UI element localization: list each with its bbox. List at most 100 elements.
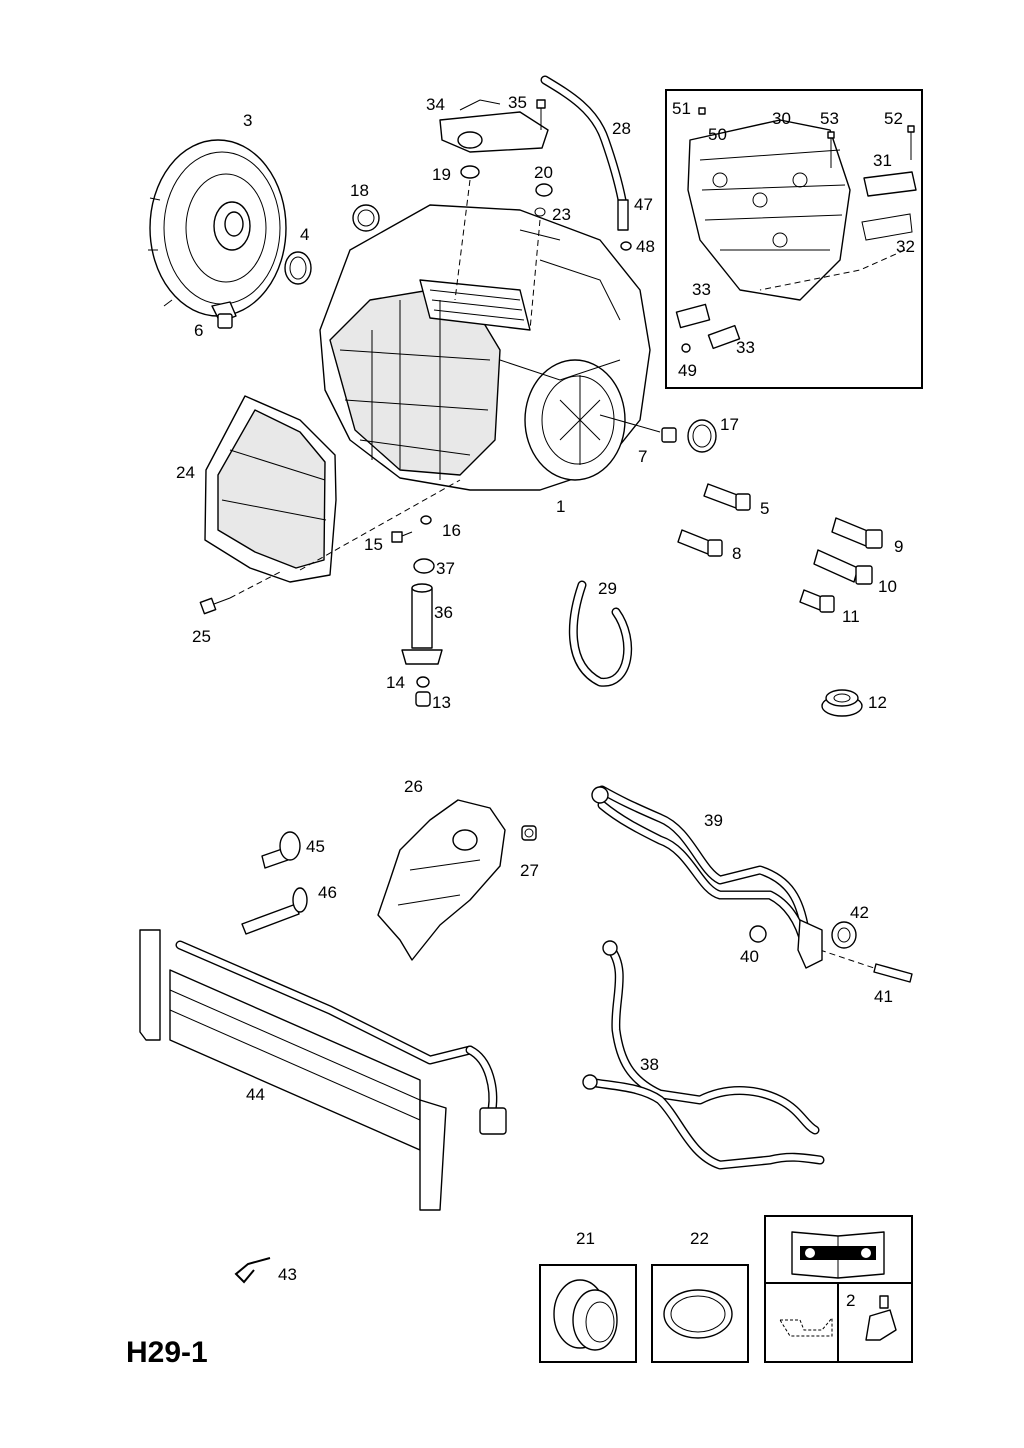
nut-40 [749, 925, 767, 943]
filler-tube-36 [401, 583, 443, 665]
label-36: 36 [434, 603, 453, 622]
label-50: 50 [708, 125, 727, 144]
label-41: 41 [874, 987, 893, 1006]
label-11: 11 [842, 607, 860, 626]
oring-48 [620, 241, 632, 251]
valve-body-sensor-34 [439, 99, 549, 153]
label-39: 39 [704, 811, 723, 830]
label-17: 17 [720, 415, 739, 434]
torque-converter [148, 139, 287, 317]
gasket-22 [663, 1289, 733, 1339]
bolt-15 [391, 531, 413, 543]
label-1: 1 [556, 497, 565, 516]
speed-sensor-cable-28 [540, 75, 629, 231]
label-31: 31 [873, 151, 892, 170]
transmission-housing [319, 204, 651, 491]
service-info-box [764, 1215, 913, 1363]
label-26: 26 [404, 777, 423, 796]
bolt-27 [521, 825, 537, 841]
label-29: 29 [598, 579, 617, 598]
bolt-45 [261, 831, 301, 869]
label-9: 9 [894, 537, 903, 556]
label-43: 43 [278, 1265, 297, 1284]
label-24: 24 [176, 463, 195, 482]
washer-16 [420, 515, 432, 525]
label-22: 22 [690, 1229, 709, 1248]
label-46: 46 [318, 883, 337, 902]
plug-20 [535, 183, 553, 197]
oil-pan-24 [204, 395, 337, 583]
label-48: 48 [636, 237, 655, 256]
bolt-35 [536, 99, 546, 130]
label-3: 3 [243, 111, 252, 130]
fluid-bottle-2 [865, 1295, 897, 1341]
label-42: 42 [850, 903, 869, 922]
valve-body-inset [665, 89, 923, 389]
hose-39 [591, 785, 810, 950]
label-5: 5 [760, 499, 769, 518]
washer-19 [460, 165, 480, 179]
oil-can-icon [779, 1316, 833, 1337]
oil-cooler-44 [139, 929, 507, 1211]
label-38: 38 [640, 1055, 659, 1074]
bolt-8 [677, 529, 723, 557]
label-33a: 33 [692, 280, 711, 299]
label-35: 35 [508, 93, 527, 112]
label-53: 53 [820, 109, 839, 128]
label-4: 4 [300, 225, 309, 244]
part-box-22 [651, 1264, 749, 1363]
label-15: 15 [364, 535, 383, 554]
book-wrench-icon [791, 1231, 885, 1279]
label-40: 40 [740, 947, 759, 966]
diagram-code: H29-1 [126, 1336, 208, 1369]
seal-kit-21 [553, 1279, 618, 1351]
label-16: 16 [442, 521, 461, 540]
bolt-5 [703, 483, 751, 511]
part-box-21 [539, 1264, 637, 1363]
label-34: 34 [426, 95, 445, 114]
label-10: 10 [878, 577, 897, 596]
seal-17 [687, 419, 717, 453]
label-30: 30 [772, 109, 791, 128]
label-21: 21 [576, 1229, 595, 1248]
label-20: 20 [534, 163, 553, 182]
bushing-12 [821, 689, 863, 717]
label-37: 37 [436, 559, 455, 578]
bolt-25 [199, 597, 231, 615]
label-25: 25 [192, 627, 211, 646]
stud-41 [873, 963, 913, 983]
label-12: 12 [868, 693, 887, 712]
hose-39-bracket [797, 919, 823, 969]
drain-plug-6 [211, 301, 237, 329]
label-8: 8 [732, 544, 741, 563]
bolt-46 [241, 887, 308, 935]
label-44: 44 [246, 1085, 265, 1104]
oring-23 [534, 207, 546, 217]
hose-38 [582, 940, 825, 1170]
label-18: 18 [350, 181, 369, 200]
label-23: 23 [552, 205, 571, 224]
seal-18 [352, 204, 380, 232]
label-13: 13 [432, 693, 451, 712]
label-52: 52 [884, 109, 903, 128]
heat-shield-26 [377, 799, 506, 961]
label-2: 2 [846, 1291, 855, 1310]
oring-37 [413, 558, 435, 574]
label-49: 49 [678, 361, 697, 380]
bolt-11 [799, 589, 835, 613]
plug-13 [415, 691, 431, 707]
label-7: 7 [638, 447, 647, 466]
clip-43 [234, 1257, 271, 1284]
label-51: 51 [672, 99, 691, 118]
bolt-9 [831, 517, 883, 549]
part-labels: 1 2 3 4 5 6 7 8 9 10 11 12 13 14 15 16 1… [176, 93, 915, 1310]
label-45: 45 [306, 837, 325, 856]
band-29 [568, 580, 633, 687]
seal-ring-4 [284, 251, 312, 285]
label-33b: 33 [736, 338, 755, 357]
label-28: 28 [612, 119, 631, 138]
label-19: 19 [432, 165, 451, 184]
label-32: 32 [896, 237, 915, 256]
label-14: 14 [386, 673, 405, 692]
